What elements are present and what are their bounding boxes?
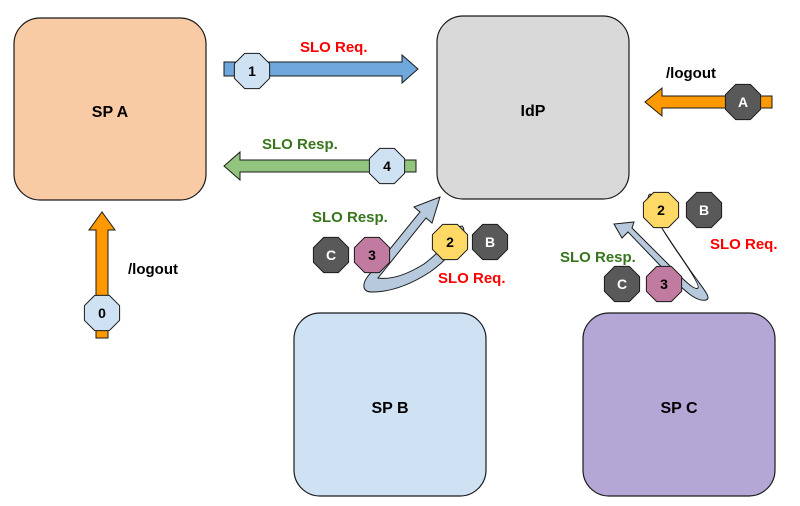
sp-c-c-badge: C xyxy=(603,265,641,303)
sp-b-label: SP B xyxy=(371,400,408,417)
sp-b-2-badge: 2 xyxy=(431,223,469,261)
sp-b-c-badge: C xyxy=(312,236,350,274)
idp-a-badge: A xyxy=(724,83,762,121)
sp-b-2-badge-shape xyxy=(431,223,469,261)
step-4-badge: 4 xyxy=(368,147,406,185)
sp-b-3-badge-shape xyxy=(353,236,391,274)
step-0-badge-text: 0 xyxy=(98,305,106,321)
sp-b-b-badge: B xyxy=(471,223,509,261)
idp-label: IdP xyxy=(521,103,546,120)
sp-c-response-label: SLO Resp. xyxy=(560,249,636,266)
sp-c-c-badge-shape xyxy=(603,265,641,303)
sp-b-box xyxy=(293,312,487,497)
sp-c-b-badge-text: B xyxy=(699,202,709,218)
step-1-badge-text: 1 xyxy=(248,63,256,79)
slo-request-label: SLO Req. xyxy=(300,39,368,56)
sp-b-c-badge-shape xyxy=(312,236,350,274)
step-1-badge-shape xyxy=(233,52,271,90)
step-1-badge: 1 xyxy=(233,52,271,90)
sp-c-2-badge: 2 xyxy=(642,191,680,229)
idp-box xyxy=(436,15,630,200)
sp-c-b-badge: B xyxy=(685,191,723,229)
idp-a-badge-text: A xyxy=(738,94,748,110)
sp-b-2-badge-text: 2 xyxy=(446,234,454,250)
sp-c-b-badge-shape xyxy=(685,191,723,229)
sp-c-3-badge-text: 3 xyxy=(660,276,668,292)
sp-b-request-label: SLO Req. xyxy=(438,270,506,287)
slo-response-label: SLO Resp. xyxy=(262,136,338,153)
sp-b-3-badge: 3 xyxy=(353,236,391,274)
sp-b-loop-arrow xyxy=(363,196,465,293)
sp-c-request-label: SLO Req. xyxy=(710,236,778,253)
sp-c-3-badge-shape xyxy=(645,265,683,303)
sp-a-label: SP A xyxy=(92,104,129,121)
sp-a-logout-label: /logout xyxy=(128,261,178,278)
idp-a-badge-shape xyxy=(724,83,762,121)
sp-c-3-badge: 3 xyxy=(645,265,683,303)
sp-b-b-badge-shape xyxy=(471,223,509,261)
idp-logout-label: /logout xyxy=(666,65,716,82)
step-0-badge: 0 xyxy=(83,294,121,332)
sp-c-2-badge-text: 2 xyxy=(657,202,665,218)
sp-c-c-badge-text: C xyxy=(617,276,627,292)
sp-c-label: SP C xyxy=(660,400,698,417)
sp-c-2-badge-shape xyxy=(642,191,680,229)
step-0-badge-shape xyxy=(83,294,121,332)
sp-c-loop-arrow xyxy=(613,193,709,301)
sp-a-box xyxy=(13,17,207,201)
step-4-badge-text: 4 xyxy=(383,158,391,174)
sp-b-response-label: SLO Resp. xyxy=(312,209,388,226)
sp-b-b-badge-text: B xyxy=(485,234,495,250)
step-4-badge-shape xyxy=(368,147,406,185)
sp-b-3-badge-text: 3 xyxy=(368,247,376,263)
sp-c-box xyxy=(582,312,776,497)
sp-b-c-badge-text: C xyxy=(326,247,336,263)
